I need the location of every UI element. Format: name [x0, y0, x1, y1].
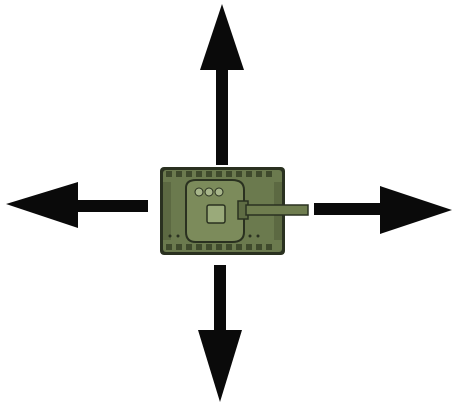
arrow-right-icon [314, 186, 452, 234]
arrow-down-icon [198, 265, 242, 402]
arrow-left-icon [6, 182, 148, 228]
arrow-up-icon [200, 4, 244, 165]
tank-icon [160, 167, 309, 255]
